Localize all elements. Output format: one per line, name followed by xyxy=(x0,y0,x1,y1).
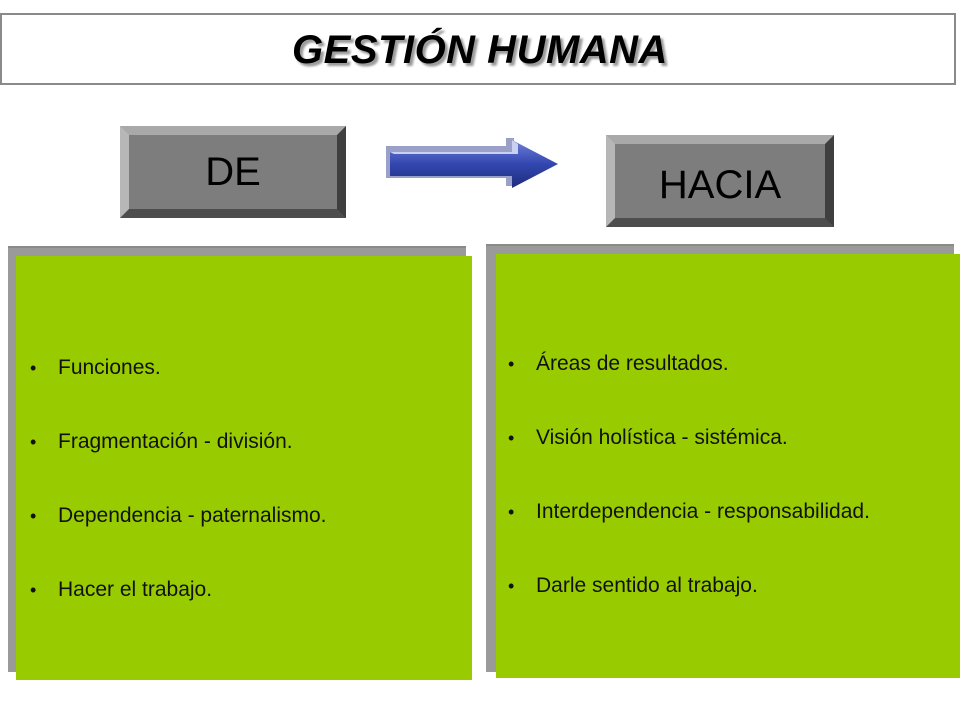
title-box xyxy=(0,13,956,85)
bullet-dot: • xyxy=(508,502,515,522)
list-item: •Hacer el trabajo. xyxy=(30,578,213,601)
list-item: •Visión holística - sistémica. xyxy=(508,426,788,449)
hacia-button[interactable]: HACIA xyxy=(606,135,834,227)
bullet-dot: • xyxy=(30,580,37,600)
left-panel xyxy=(16,256,472,680)
page-title: GESTIÓN HUMANA xyxy=(292,28,668,72)
to-list: •Áreas de resultados. •Visión holística … xyxy=(508,352,870,648)
list-item: •Darle sentido al trabajo. xyxy=(508,574,758,597)
de-button[interactable]: DE xyxy=(120,126,346,218)
bullet-dot: • xyxy=(508,354,515,374)
list-item: •Fragmentación - división. xyxy=(30,430,293,453)
right-panel xyxy=(496,254,960,678)
list-item: •Funciones. xyxy=(30,356,161,379)
list-item: •Interdependencia - responsabilidad. xyxy=(508,500,870,523)
right-arrow-icon xyxy=(386,138,558,188)
list-item: •Áreas de resultados. xyxy=(508,352,729,375)
bullet-dot: • xyxy=(30,358,37,378)
from-list: •Funciones. •Fragmentación - división. •… xyxy=(30,356,327,652)
bullet-dot: • xyxy=(508,576,515,596)
list-item: •Dependencia - paternalismo. xyxy=(30,504,327,527)
bullet-dot: • xyxy=(30,506,37,526)
bullet-dot: • xyxy=(508,428,515,448)
bullet-dot: • xyxy=(30,432,37,452)
